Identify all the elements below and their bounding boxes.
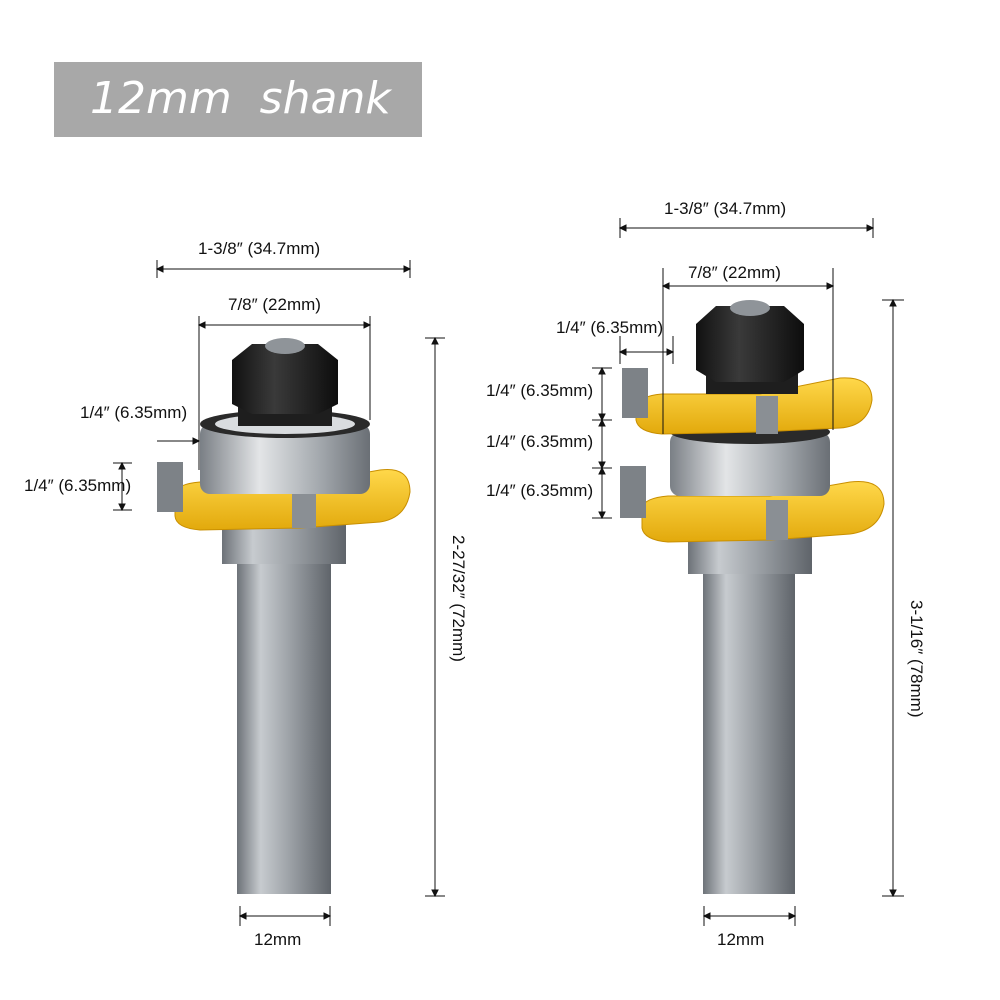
right-upper-carbide [622,368,648,418]
right-gap-height-label: 1/4″ (6.35mm) [486,432,594,451]
right-total-length-label: 3-1/16″ (78mm) [907,600,926,718]
left-bearing-width-label: 7/8″ (22mm) [228,295,321,314]
shank-size-banner: 12mm shank [54,62,422,137]
left-router-bit [157,338,411,894]
right-bearing [670,432,830,496]
left-carbide-tip [157,462,183,512]
right-lower-cutter [641,480,885,543]
right-router-bit [620,300,885,894]
left-nut [232,344,338,414]
left-shank-diameter-label: 12mm [254,930,302,949]
right-lower-cutter-height-label: 1/4″ (6.35mm) [486,481,594,500]
dimension-lines [113,218,904,926]
right-upper-cutter-height-label: 1/4″ (6.35mm) [486,381,594,400]
right-bearing-width-label: 7/8″ (22mm) [688,263,781,282]
right-cut-depth-label: 1/4″ (6.35mm) [556,318,664,337]
right-nut [696,306,804,382]
banner-title: 12mm shank [90,73,391,124]
right-upper-cutter [635,377,873,435]
left-bearing [200,424,370,494]
left-shank [237,560,331,894]
left-total-length-label: 2-27/32″ (72mm) [449,535,468,662]
right-lower-carbide [620,466,646,518]
left-overall-width-label: 1-3/8″ (34.7mm) [198,239,321,258]
left-cut-depth-label: 1/4″ (6.35mm) [80,403,188,422]
left-carbide-tip-2 [292,488,316,528]
right-overall-width-label: 1-3/8″ (34.7mm) [664,199,787,218]
right-shank [703,570,795,894]
left-cut-height-label: 1/4″ (6.35mm) [24,476,132,495]
right-shank-diameter-label: 12mm [717,930,765,949]
